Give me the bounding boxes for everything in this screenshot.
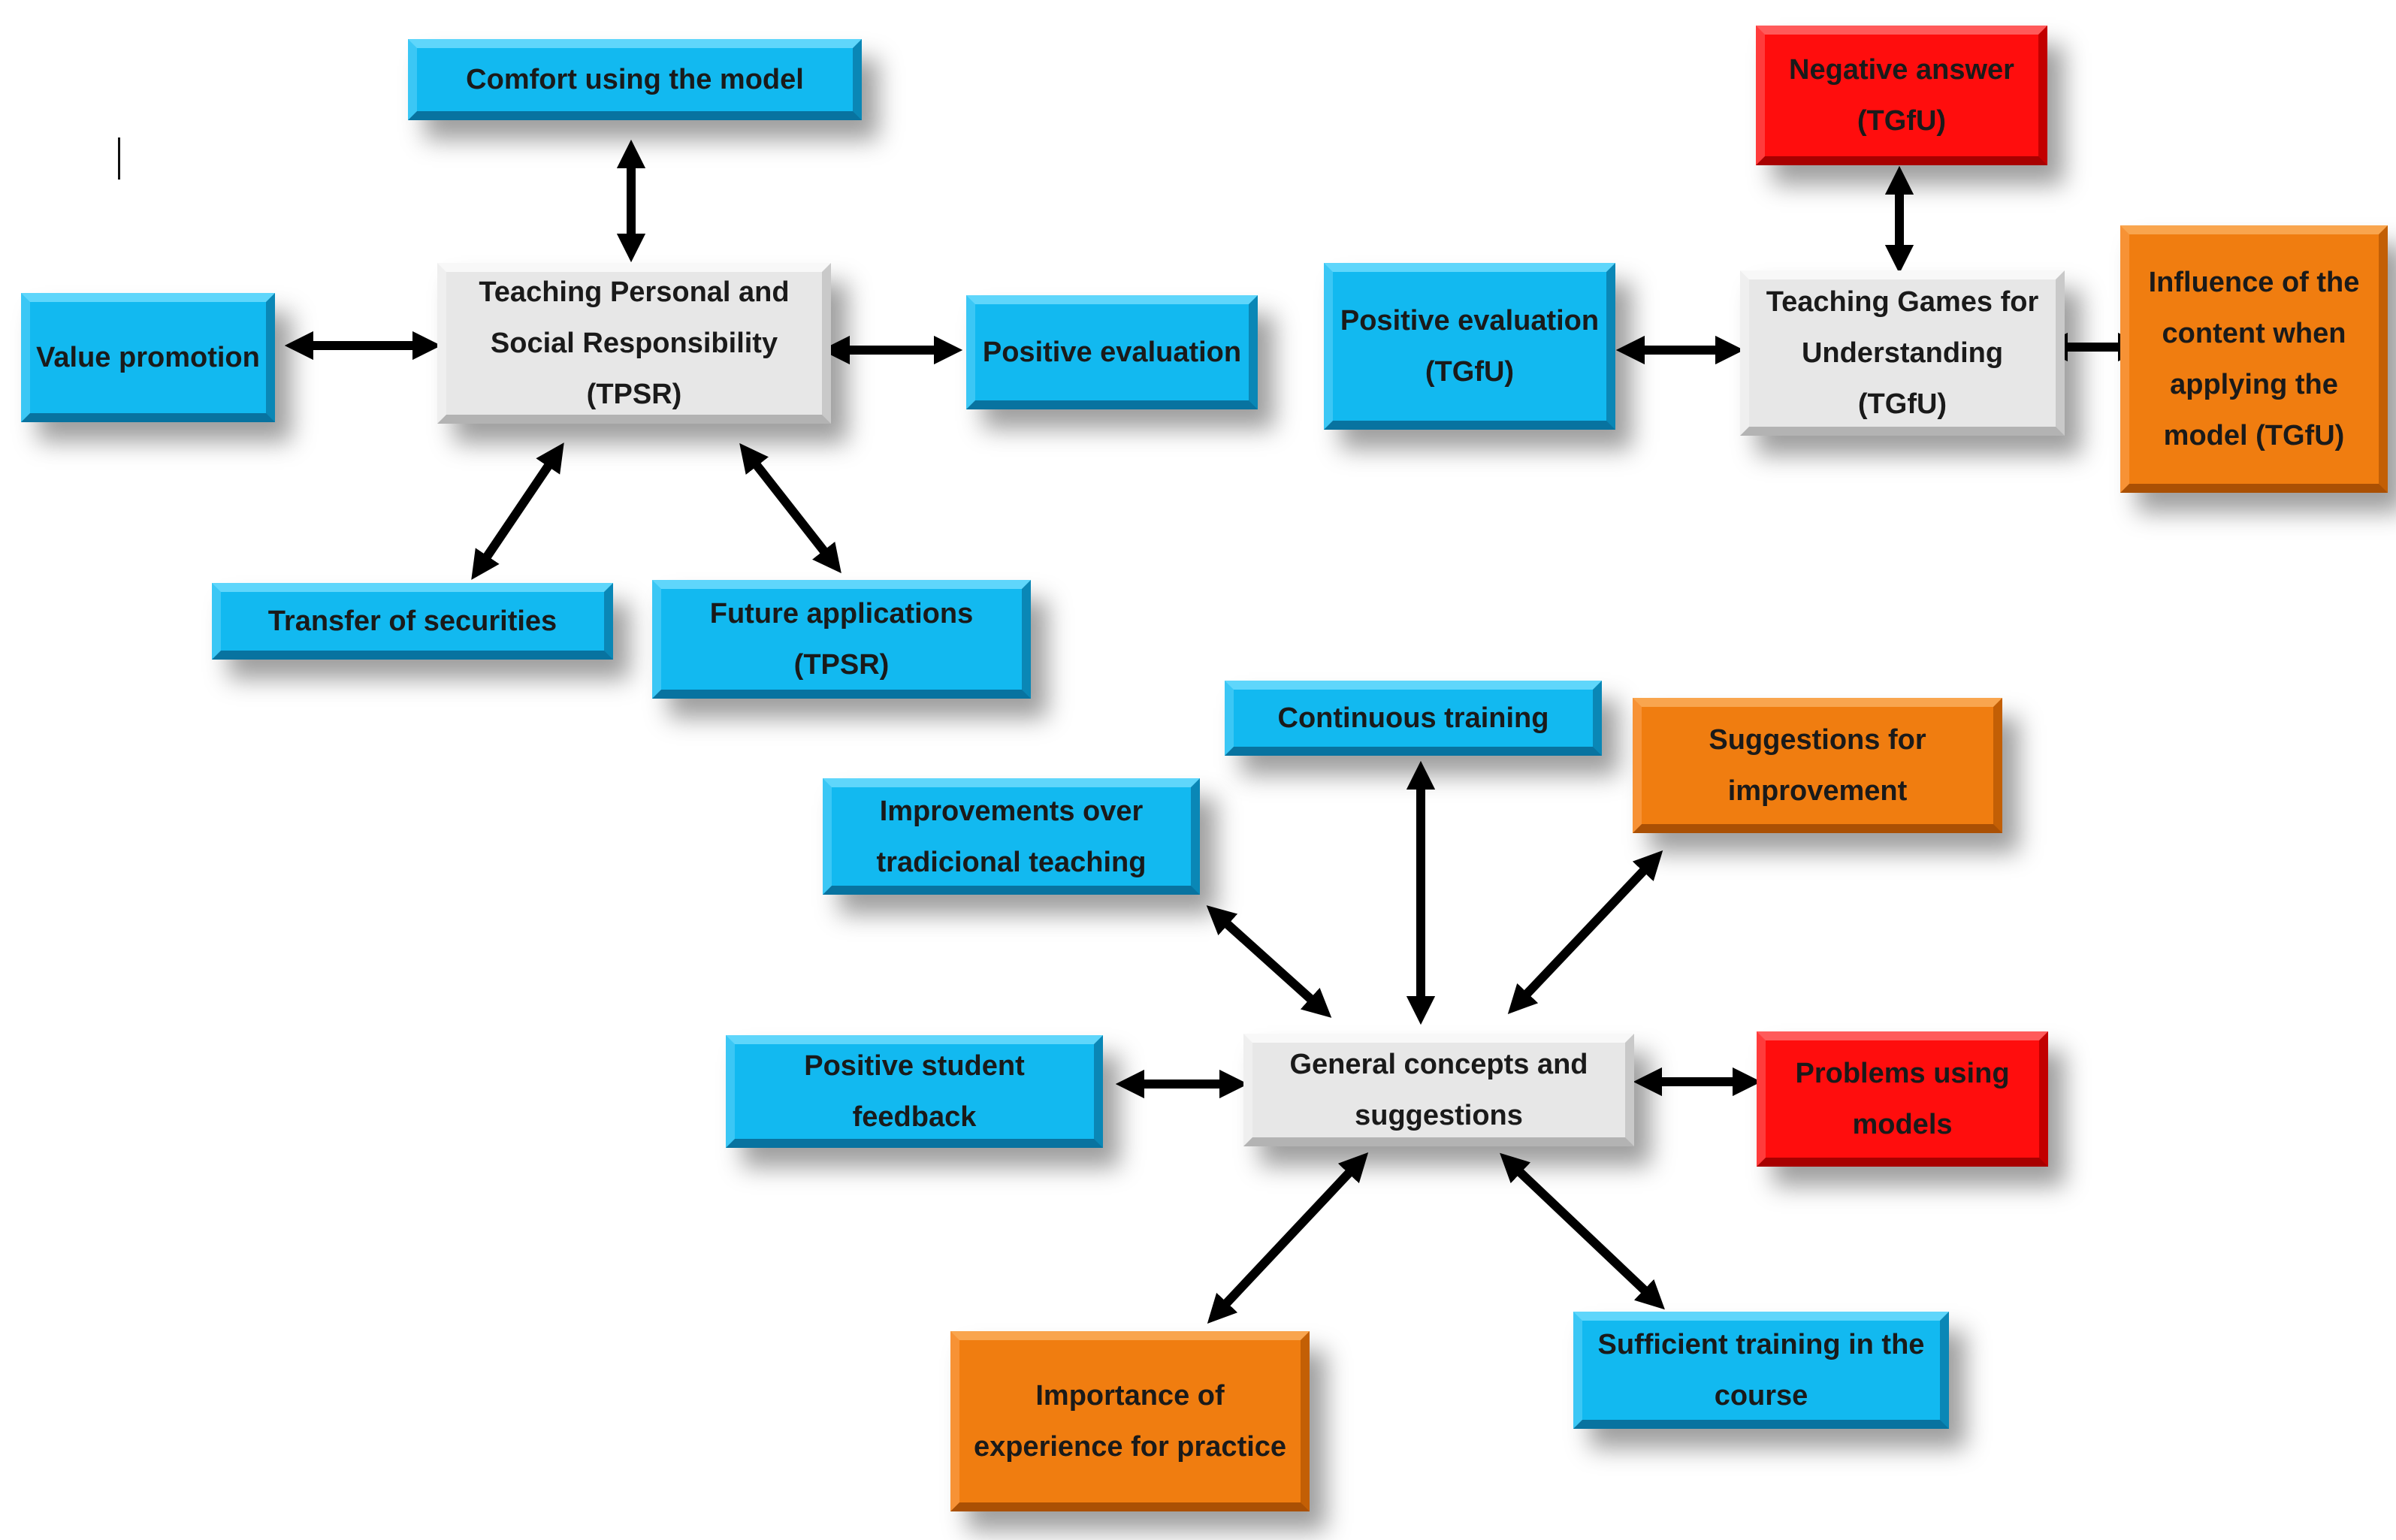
- node-tgfu-positive-evaluation-label: Positive evaluation (TGfU): [1340, 305, 1600, 388]
- node-importance-label: Importance of experience for practice: [973, 1380, 1287, 1463]
- node-transfer-label: Transfer of securities: [267, 605, 557, 637]
- node-importance: Importance of experience for practice: [950, 1331, 1310, 1511]
- node-value-promotion: Value promotion: [21, 293, 275, 422]
- node-future-applications-label: Future applications (TPSR): [709, 598, 974, 681]
- arrow-general-suggestions: [1507, 850, 1663, 1014]
- node-tgfu-center: Teaching Games for Understanding (TGfU): [1740, 270, 2065, 436]
- node-transfer: Transfer of securities: [212, 583, 613, 660]
- node-negative-answer-label: Negative answer (TGfU): [1789, 54, 2014, 137]
- node-improvements: Improvements over tradicional teaching: [823, 778, 1200, 895]
- arrow-general-sufficient: [1500, 1152, 1665, 1310]
- node-tpsr-center-label: Teaching Personal and Social Responsibil…: [479, 276, 790, 410]
- node-influence-content: Influence of the content when applying t…: [2120, 225, 2388, 493]
- node-tpsr-positive-evaluation-label: Positive evaluation: [982, 337, 1242, 368]
- arrow-tpsr-future: [739, 442, 841, 574]
- node-general-center: General concepts and suggestions: [1243, 1034, 1634, 1146]
- node-tpsr-center: Teaching Personal and Social Responsibil…: [437, 263, 831, 424]
- node-comfort: Comfort using the model: [408, 39, 862, 120]
- node-problems-label: Problems using models: [1795, 1058, 2010, 1140]
- node-positive-feedback-label: Positive student feedback: [804, 1050, 1025, 1133]
- node-improvements-label: Improvements over tradicional teaching: [876, 795, 1147, 878]
- node-continuous-training: Continuous training: [1225, 681, 1602, 756]
- node-future-applications: Future applications (TPSR): [652, 580, 1031, 699]
- node-suggestions-label: Suggestions for improvement: [1709, 724, 1926, 807]
- node-suggestions: Suggestions for improvement: [1633, 698, 2002, 833]
- node-positive-feedback: Positive student feedback: [726, 1035, 1103, 1148]
- node-comfort-label: Comfort using the model: [466, 64, 804, 95]
- node-continuous-training-label: Continuous training: [1277, 702, 1549, 734]
- node-value-promotion-label: Value promotion: [36, 342, 260, 373]
- text-cursor: [118, 137, 120, 180]
- node-negative-answer: Negative answer (TGfU): [1756, 26, 2047, 165]
- node-sufficient-training: Sufficient training in the course: [1573, 1312, 1949, 1429]
- node-general-center-label: General concepts and suggestions: [1289, 1049, 1588, 1131]
- node-problems: Problems using models: [1757, 1031, 2048, 1167]
- arrow-tpsr-transfer: [471, 442, 564, 580]
- node-tgfu-center-label: Teaching Games for Understanding (TGfU): [1766, 286, 2039, 420]
- node-sufficient-training-label: Sufficient training in the course: [1597, 1329, 1925, 1412]
- node-tgfu-positive-evaluation: Positive evaluation (TGfU): [1324, 263, 1615, 430]
- node-influence-content-label: Influence of the content when applying t…: [2148, 267, 2360, 451]
- arrow-general-improvements: [1206, 905, 1332, 1018]
- node-tpsr-positive-evaluation: Positive evaluation: [966, 295, 1258, 409]
- arrow-general-importance: [1207, 1152, 1369, 1324]
